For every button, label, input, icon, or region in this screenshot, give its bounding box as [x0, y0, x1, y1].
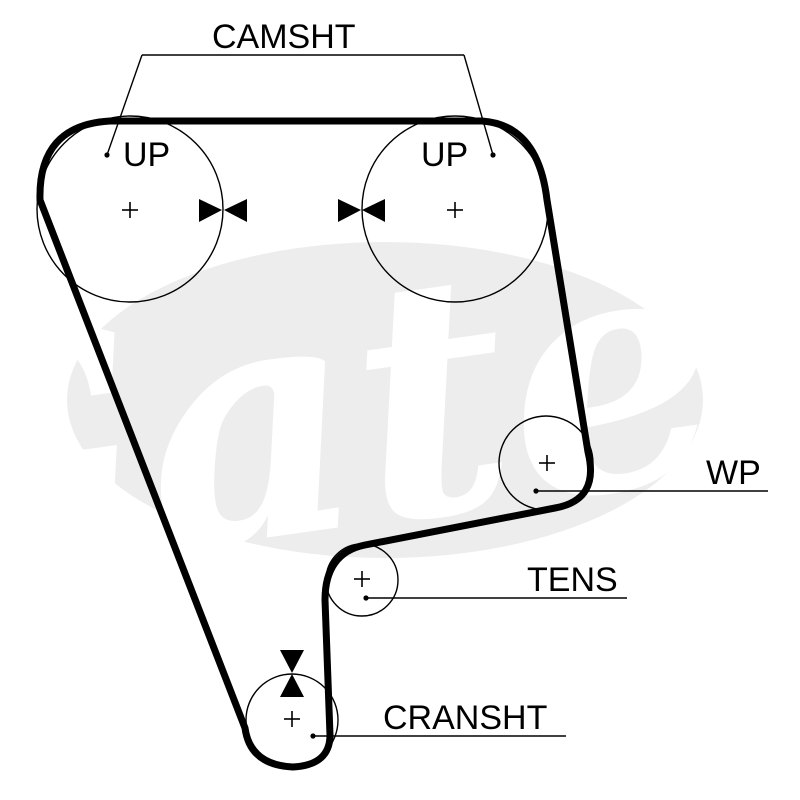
- left-cam-center-cross: [122, 202, 138, 218]
- right-cam-timing-mark: [338, 199, 385, 222]
- camshaft-leader: [106, 54, 494, 156]
- right-cam-up-mark: UP: [421, 136, 468, 174]
- water-pump-center-cross: [539, 455, 555, 471]
- left-cam-up-mark: UP: [123, 136, 170, 174]
- crankshaft-center-cross: [284, 711, 300, 727]
- left-camshaft-pulley: [36, 115, 224, 303]
- tensioner-center-cross: [354, 571, 370, 587]
- tensioner-label: TENS: [527, 561, 618, 599]
- right-cam-center-cross: [447, 202, 463, 218]
- crankshaft-label: CRANSHT: [383, 699, 547, 737]
- crankshaft-timing-mark: [280, 650, 304, 697]
- left-cam-timing-mark: [199, 199, 247, 222]
- camshaft-label: CAMSHT: [212, 18, 356, 56]
- water-pump-label: WP: [706, 454, 761, 492]
- timing-belt: [36, 117, 595, 771]
- watermark-oval: [67, 242, 703, 558]
